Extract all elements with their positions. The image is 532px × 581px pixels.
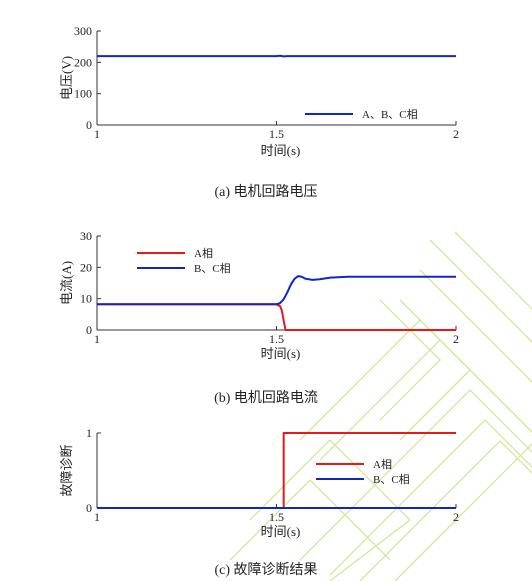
legend-label: A相 — [194, 247, 213, 260]
x-tick-label: 1 — [94, 510, 100, 524]
x-tick-label: 1.5 — [269, 510, 284, 524]
y-tick-label: 20 — [80, 260, 92, 274]
y-tick-label: 10 — [80, 292, 92, 306]
x-axis-title: 时间(s) — [261, 346, 301, 361]
legend: A相 B、C相 — [316, 458, 410, 486]
series-line-0 — [97, 432, 456, 509]
x-tick-label: 1 — [94, 332, 100, 346]
x-tick-label: 1.5 — [269, 332, 284, 346]
watermark-stroke — [419, 269, 532, 383]
series-line-0 — [97, 54, 456, 58]
figure-caption: (a) 电机回路电压 — [214, 184, 317, 200]
legend-label: A相 — [373, 458, 392, 471]
legend-label: B、C相 — [194, 262, 231, 275]
legend-label: B、C相 — [373, 473, 410, 486]
x-tick-label: 1.5 — [269, 127, 284, 141]
watermark-stroke — [249, 439, 411, 581]
watermark-lattice — [229, 231, 532, 581]
x-tick-label: 2 — [453, 332, 459, 346]
y-tick-label: 0 — [86, 323, 92, 337]
y-tick-label: 0 — [86, 118, 92, 132]
y-tick-label: 200 — [74, 55, 92, 69]
watermark-stroke — [399, 299, 471, 441]
figure-caption: (b) 电机回路电流 — [214, 390, 318, 406]
x-tick-label: 1 — [94, 127, 100, 141]
watermark-stroke — [359, 440, 532, 581]
y-tick-label: 0 — [86, 501, 92, 515]
y-axis-title: 故障诊断 — [59, 444, 74, 496]
watermark-stroke — [329, 419, 532, 576]
watermark-stroke — [394, 443, 532, 581]
watermark-stroke — [454, 231, 532, 310]
watermark-stroke — [299, 319, 532, 441]
watermark-stroke — [429, 239, 532, 343]
chart-panel-a: 0 100 200 300 1 1.5 2 时间(s) 电压(V) A、B、C相 (a) 电机回路电… — [59, 24, 459, 200]
legend-label: A、B、C相 — [362, 108, 418, 121]
x-axis-title: 时间(s) — [261, 524, 301, 539]
chart-panel-b: 0 10 20 30 1 1.5 2 时间(s) 电流(A) A相 B、C相 (b) 电机回路电流 — [59, 229, 459, 406]
watermark-stroke — [379, 299, 441, 421]
legend: A、B、C相 — [305, 108, 418, 121]
x-tick-label: 2 — [453, 127, 459, 141]
watermark-stroke — [229, 479, 391, 561]
figure-caption: (c) 故障诊断结果 — [214, 562, 317, 578]
x-tick-label: 2 — [453, 510, 459, 524]
watermark-stroke — [299, 389, 532, 561]
y-tick-label: 300 — [74, 24, 92, 38]
legend: A相 B、C相 — [137, 247, 231, 275]
y-tick-label: 1 — [86, 426, 92, 440]
series-line-1 — [97, 275, 456, 306]
y-axis-title: 电流(A) — [59, 261, 74, 305]
y-tick-label: 30 — [80, 229, 92, 243]
y-axis-title: 电压(V) — [59, 56, 74, 100]
x-axis-title: 时间(s) — [261, 143, 301, 158]
y-tick-label: 100 — [74, 87, 92, 101]
